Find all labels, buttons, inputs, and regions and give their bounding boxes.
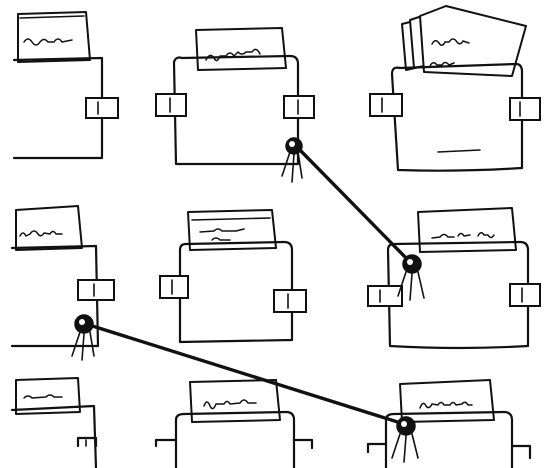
folder-r2c2 bbox=[159, 209, 307, 344]
string-r2c1-to-r3c3 bbox=[84, 322, 406, 426]
folder-r2c1-papers bbox=[15, 205, 83, 251]
folder-r1c2-tab-left bbox=[155, 93, 187, 117]
folder-r3c1 bbox=[10, 377, 98, 468]
folder-r3c3-body bbox=[384, 410, 514, 468]
folder-r2c1-scribble bbox=[19, 230, 63, 237]
folder-r1c3-body bbox=[390, 62, 524, 172]
folder-r2c1-tab bbox=[77, 279, 115, 301]
knot-r2c3 bbox=[397, 254, 425, 301]
folder-r1c2-tab-right bbox=[283, 95, 315, 119]
folder-r3c2-papers bbox=[189, 379, 281, 423]
folder-r1c2-papers bbox=[195, 27, 287, 71]
folder-r2c2-tab-right bbox=[273, 289, 307, 313]
folder-r1c3-tab-right bbox=[509, 97, 541, 121]
knot-r3c3 bbox=[391, 416, 419, 463]
folder-r3c1-scribble bbox=[23, 394, 63, 399]
folder-r1c3 bbox=[369, 5, 541, 172]
knot-r1c2 bbox=[281, 137, 303, 183]
folder-r1c1-scribble bbox=[23, 38, 73, 46]
folder-r2c3 bbox=[367, 207, 541, 350]
folder-r3c3-papers bbox=[399, 379, 495, 423]
folder-r2c3-body bbox=[386, 240, 530, 350]
folder-r1c1-tab bbox=[85, 97, 119, 119]
folder-r1c1-papers bbox=[17, 11, 91, 63]
string-r1c2-to-r2c3 bbox=[294, 144, 412, 264]
folder-r1c3-papers bbox=[419, 5, 527, 77]
folder-r2c2-tab-left bbox=[159, 275, 189, 299]
folder-r2c1 bbox=[10, 205, 115, 348]
folder-r2c3-tab-right bbox=[509, 283, 541, 307]
folder-r3c3 bbox=[366, 379, 532, 468]
folder-r2c3-scribble bbox=[431, 232, 495, 239]
folder-r1c1 bbox=[12, 11, 119, 160]
folder-r3c2-body bbox=[174, 410, 296, 468]
folder-r1c2 bbox=[155, 27, 315, 166]
folder-r1c3-scribble bbox=[429, 38, 470, 67]
folder-r3c2-scribble bbox=[203, 399, 257, 410]
folder-r2c2-scribble bbox=[199, 228, 245, 241]
folder-r2c3-papers bbox=[417, 207, 517, 253]
folder-r1c3-tab-left bbox=[369, 93, 403, 117]
folder-r3c3-scribble bbox=[419, 401, 473, 409]
folder-r2c3-tab-left bbox=[367, 285, 403, 307]
folder-r3c1-body bbox=[10, 404, 98, 468]
folder-r1c2-body bbox=[172, 54, 300, 166]
folder-r2c2-body bbox=[178, 240, 294, 344]
folder-r3c2 bbox=[154, 379, 314, 468]
knot-r2c1 bbox=[71, 314, 95, 361]
